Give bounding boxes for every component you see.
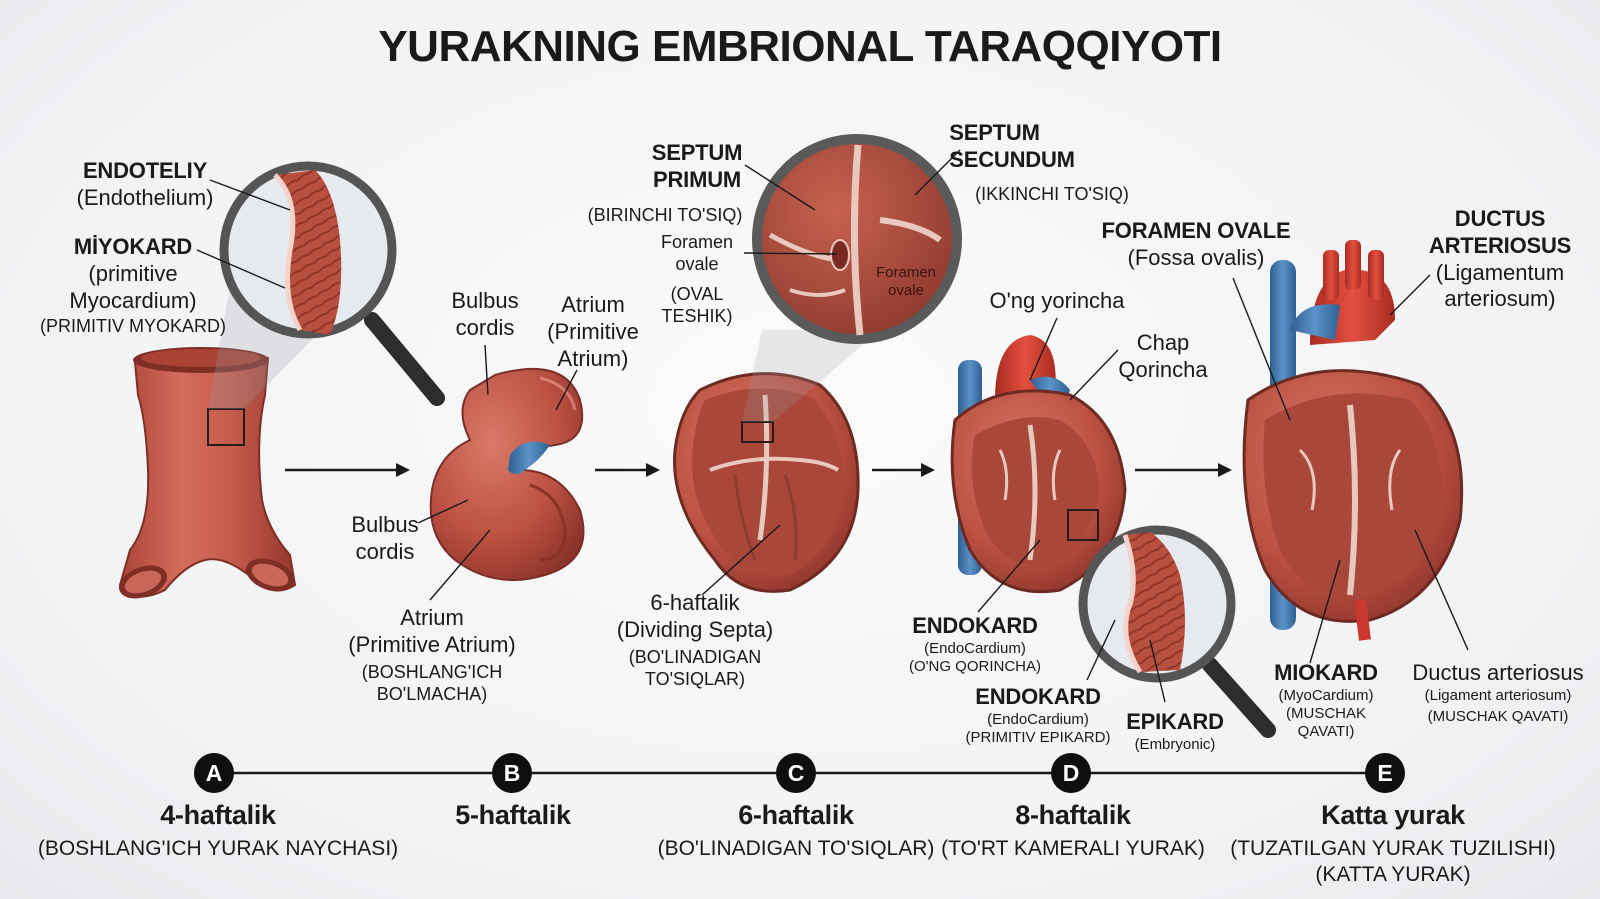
stage-badge-a: A [194,753,234,793]
label-oval-teshik: (OVAL TESHIK) [661,284,733,326]
septating-heart-c [673,330,880,593]
label-miokard: MIOKARD (MyoCardium) (MUSCHAK QAVATI) [1274,660,1378,741]
arrow-d-e [1135,463,1232,477]
label-foramen-ovale-inset: Foramen ovale [875,264,937,300]
stage-label-d: 8-haftalik (TO'RT KAMERALI YURAK) [941,800,1205,860]
label-miyokard: MİYOKARD (primitive Myocardium) (PRIMITI… [39,234,227,337]
label-birinchi-tosiq: (BIRINCHI TO'SIQ) [587,205,743,225]
label-ong-yorincha: O'ng yorincha [989,288,1125,313]
label-septum-secundum: SEPTUM SECUNDUM [949,120,1075,172]
label-foramen-ovale-c: Foramen ovale [660,232,734,274]
looping-heart-b [429,367,585,581]
stage-label-e: Katta yurak (TUZATILGAN YURAK TUZILISHI)… [1230,800,1556,886]
label-foramen-ovale-e: FORAMEN OVALE (Fossa ovalis) [1101,218,1291,270]
label-ductus-arteriosus-top: DUCTUS ARTERIOSUS (Ligamentum arteriosum… [1428,206,1572,312]
magnifier-a [219,161,445,406]
stage-label-b: 5-haftalik [455,800,571,830]
leader-lines [196,149,1469,703]
label-bulbus-cordis-mid: Bulbus cordis [351,512,419,564]
label-endoteliy: ENDOTELIY (Endothelium) [76,158,214,210]
stage-badge-b: B [492,753,532,793]
label-atrium-bottom: Atrium (Primitive Atrium) (BOSHLANG'ICH … [348,605,516,704]
label-six-week-septa: 6-haftalik (Dividing Septa) (BO'LINADIGA… [616,590,774,689]
label-bulbus-cordis-top: Bulbus cordis [451,288,519,340]
label-ductus-arteriosus-bottom: Ductus arteriosus (Ligament arteriosum) … [1412,660,1584,726]
four-chamber-heart-d [950,335,1127,594]
arrow-c-d [872,463,935,477]
magnifier-d [1078,525,1276,738]
label-endokard-a: ENDOKARD (EndoCardium) (O'NG QORINCHA) [908,613,1042,676]
stage-label-c: 6-haftalik (BO'LINADIGAN TO'SIQLAR) [657,800,935,860]
stage-label-a: 4-haftalik (BOSHLANG'ICH YURAK NAYCHASI) [37,800,399,860]
page-title: YURAKNING EMBRIONAL TARAQQIYOTI [378,22,1222,71]
label-ikkinchi-tosiq: (IKKINCHI TO'SIQ) [975,184,1129,204]
label-chap-qorincha: Chap Qorincha [1118,330,1208,382]
adult-heart-e [1242,240,1464,641]
stage-badge-c: C [776,753,816,793]
label-endokard-b: ENDOKARD (EndoCardium) (PRIMITIV EPIKARD… [965,684,1111,747]
label-atrium-top: Atrium (Primitive Atrium) [547,292,639,371]
label-epikard: EPIKARD (Embryonic) [1126,709,1224,753]
arrow-a-b [285,463,410,477]
magnifier-c [752,134,962,344]
arrow-b-c [595,463,660,477]
stage-badge-e: E [1365,753,1405,793]
stage-badge-d: D [1051,753,1091,793]
label-septum-primum: SEPTUM PRIMUM [651,140,743,192]
